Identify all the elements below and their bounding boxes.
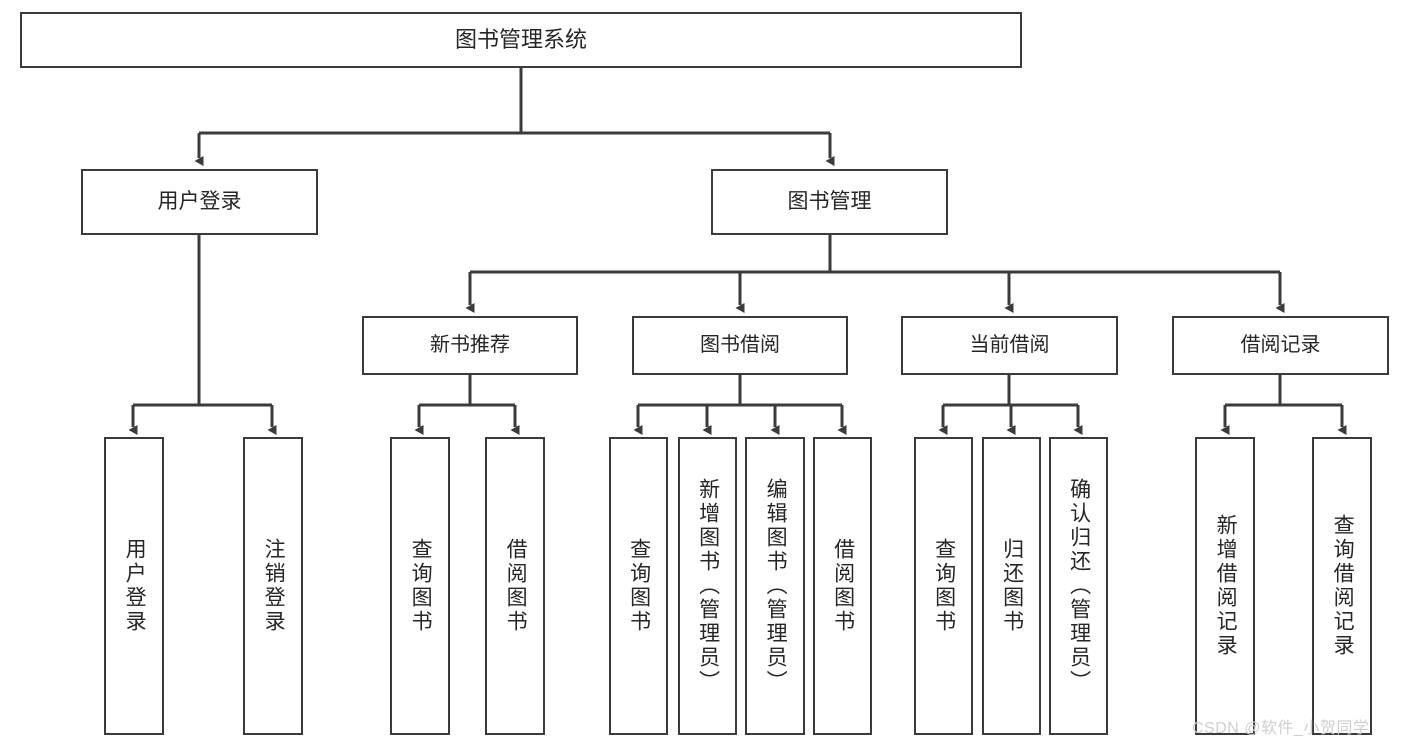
node-leaf-user-login[interactable]: 用户登录 [104,437,164,735]
node-new-book-recommend[interactable]: 新书推荐 [362,316,578,375]
node-leaf-add-record[interactable]: 新增借阅记录 [1195,437,1255,735]
node-leaf-query-book-3[interactable]: 查询图书 [914,437,973,735]
node-book-manage[interactable]: 图书管理 [711,169,948,235]
new-book-recommend-to-leaves-connectors [414,375,520,435]
current-borrow-to-leaves-connectors [938,375,1083,435]
node-leaf-add-book[interactable]: 新增图书（管理员） [678,437,737,735]
book-manage-to-level2-connectors [465,235,1285,313]
node-root[interactable]: 图书管理系统 [20,12,1022,68]
node-leaf-edit-book-label: 编辑图书（管理员） [764,478,788,694]
node-leaf-query-record[interactable]: 查询借阅记录 [1312,437,1372,735]
node-borrow-record-label: 借阅记录 [1240,334,1321,356]
node-leaf-edit-book[interactable]: 编辑图书（管理员） [745,437,805,735]
node-leaf-add-book-label: 新增图书（管理员） [696,478,720,694]
node-leaf-logout[interactable]: 注销登录 [243,437,303,735]
node-user-login[interactable]: 用户登录 [81,169,318,235]
node-leaf-borrow-book-1[interactable]: 借阅图书 [485,437,545,735]
node-leaf-query-book-2-label: 查询图书 [627,538,651,634]
node-borrow-record[interactable]: 借阅记录 [1172,316,1389,375]
node-leaf-return-book[interactable]: 归还图书 [982,437,1041,735]
node-leaf-add-record-label: 新增借阅记录 [1214,514,1238,658]
node-leaf-query-book-1-label: 查询图书 [409,538,433,634]
node-leaf-confirm-return-label: 确认归还（管理员） [1067,478,1091,694]
user-login-to-leaves-connectors [128,235,277,435]
node-leaf-query-book-1[interactable]: 查询图书 [390,437,450,735]
node-leaf-query-book-2[interactable]: 查询图书 [609,437,668,735]
borrow-record-to-leaves-connectors [1220,375,1347,435]
node-leaf-user-login-label: 用户登录 [123,538,147,634]
node-leaf-confirm-return[interactable]: 确认归还（管理员） [1049,437,1108,735]
node-leaf-borrow-book-1-label: 借阅图书 [504,538,528,634]
book-borrow-to-leaves-connectors [633,375,847,435]
node-new-book-recommend-label: 新书推荐 [430,334,510,356]
node-leaf-return-book-label: 归还图书 [1000,538,1024,634]
node-current-borrow-label: 当前借阅 [969,334,1050,356]
node-book-borrow-label: 图书借阅 [700,334,780,356]
node-leaf-logout-label: 注销登录 [262,538,286,634]
root-to-level1-connectors [194,68,835,166]
node-root-label: 图书管理系统 [454,27,587,53]
node-leaf-borrow-book-2-label: 借阅图书 [831,538,855,634]
node-leaf-borrow-book-2[interactable]: 借阅图书 [813,437,872,735]
node-book-borrow[interactable]: 图书借阅 [632,316,848,375]
node-book-manage-label: 图书管理 [787,189,872,213]
node-leaf-query-book-3-label: 查询图书 [932,538,956,634]
node-leaf-query-record-label: 查询借阅记录 [1331,514,1355,658]
node-current-borrow[interactable]: 当前借阅 [901,316,1118,375]
node-user-login-label: 用户登录 [157,189,242,213]
